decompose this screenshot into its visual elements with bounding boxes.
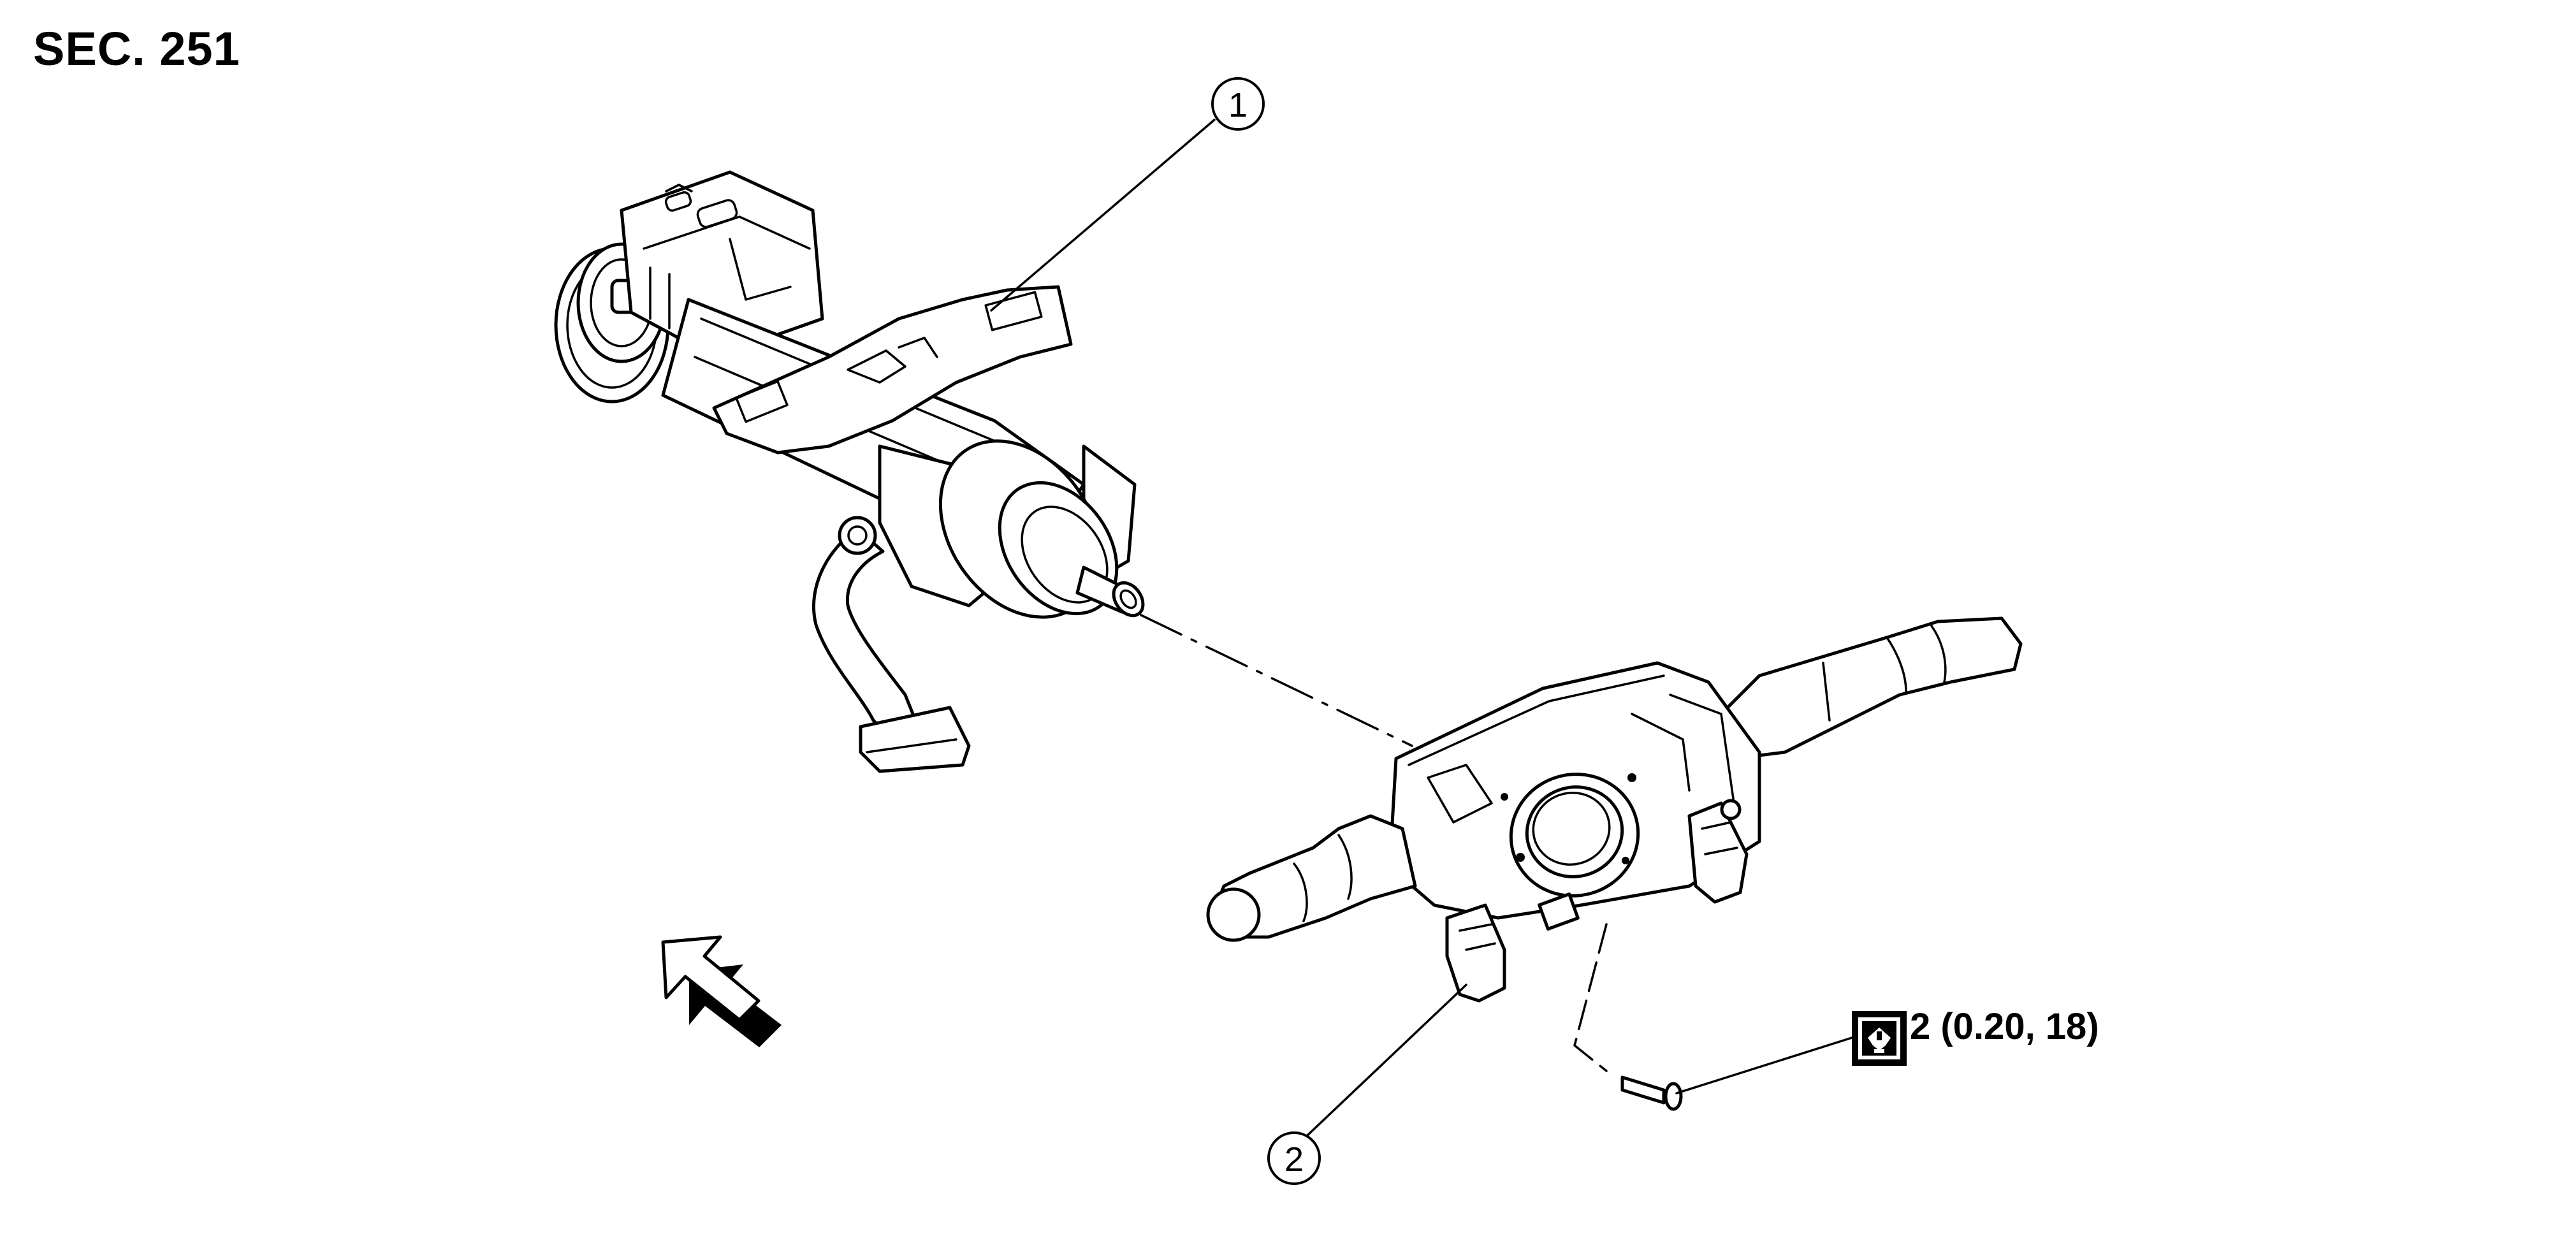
alignment-line [1140,614,1413,747]
screw [1620,1075,1683,1111]
combination-switch-assembly [1206,616,2023,1003]
torque-wrench-icon [1852,1011,1907,1066]
torque-leader-line [1675,1036,1853,1094]
callout-2-number: 2 [1284,1140,1304,1179]
section-label: SEC. 251 [33,22,240,75]
screw-alignment-line [1573,923,1608,1072]
callout-1: 1 [990,77,1265,312]
torque-spec: 2 (0.20, 18) [1910,1006,2099,1047]
callout-1-number: 1 [1228,86,1248,124]
callout-2: 2 [1267,984,1467,1185]
steering-column-assembly [554,170,1145,773]
front-arrow-icon [661,935,782,1047]
